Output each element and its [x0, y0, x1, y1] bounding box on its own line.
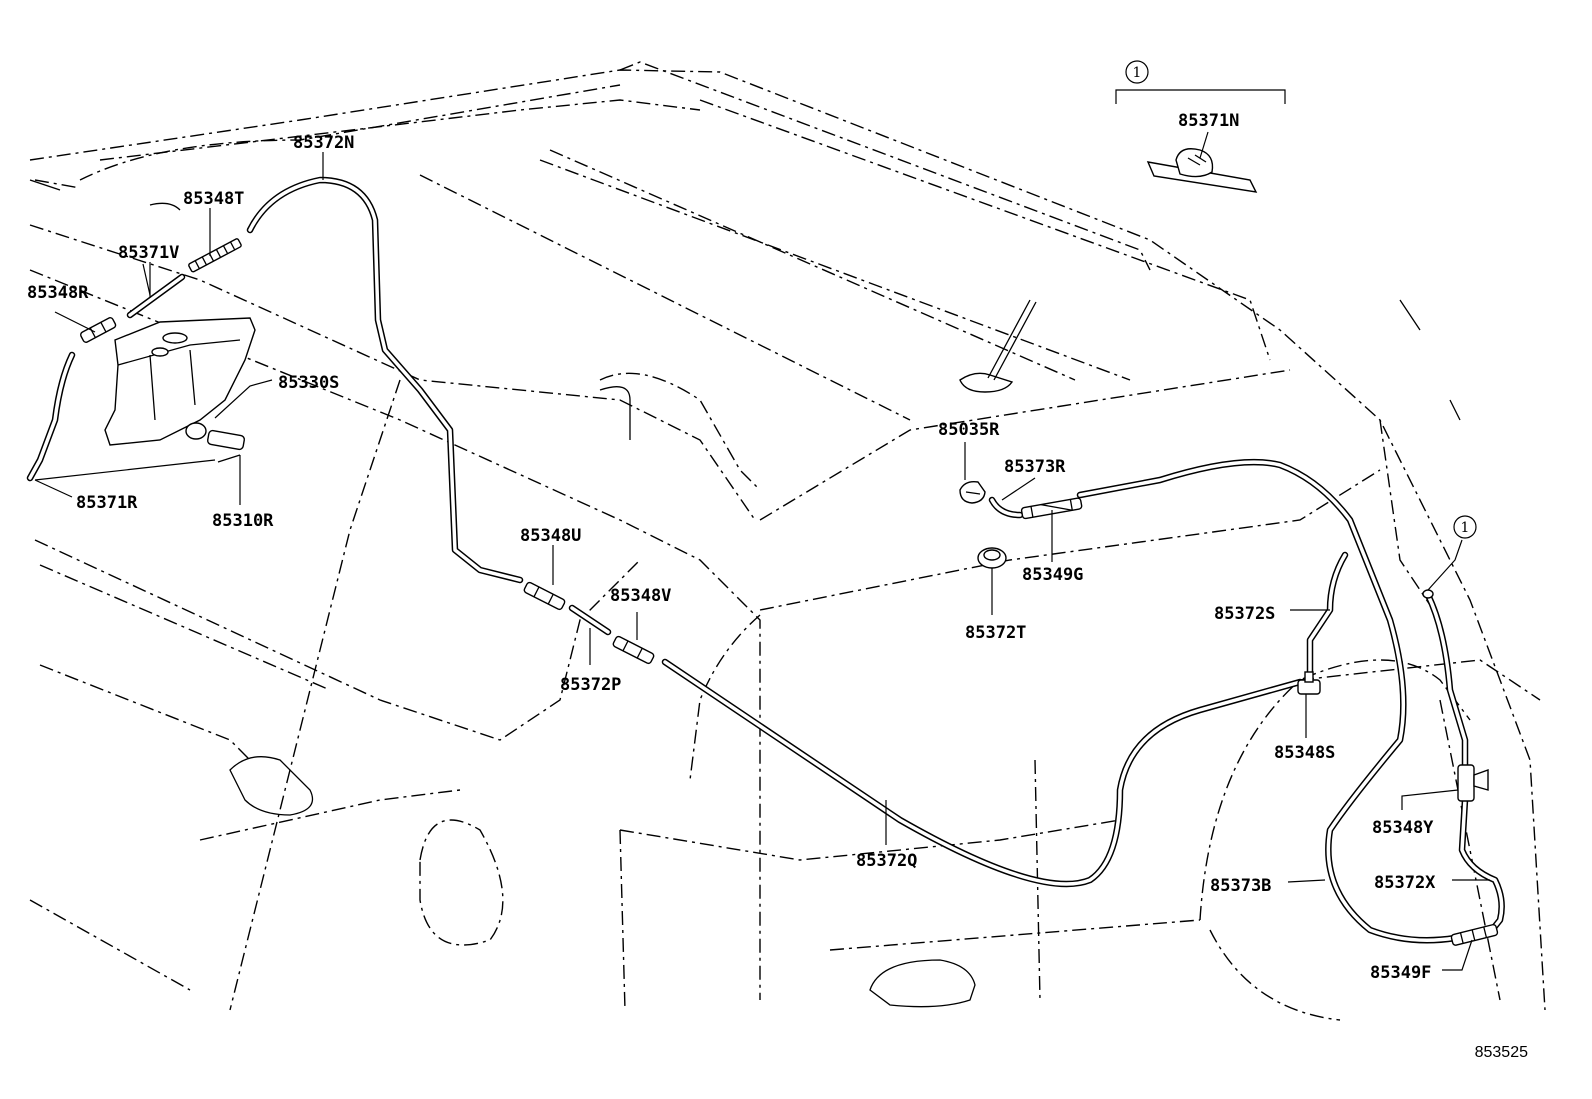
- label-85348T: 85348T: [183, 189, 244, 209]
- nozzle-85035R: [959, 480, 986, 504]
- label-85372S: 85372S: [1214, 604, 1275, 624]
- bracket-85371N: [1146, 148, 1258, 193]
- joint-85348T: [188, 238, 242, 273]
- joint-85348V: [612, 635, 655, 665]
- label-85372X: 85372X: [1374, 873, 1436, 893]
- label-85035R: 85035R: [938, 420, 1000, 440]
- label-85348U: 85348U: [520, 526, 581, 546]
- washer-tank-85330S: [104, 317, 256, 446]
- label-85371N: 85371N: [1178, 111, 1239, 131]
- washer-hoses: [26, 176, 1505, 944]
- vehicle-body-details: [29, 179, 1461, 1008]
- diagram-id: 853525: [1475, 1044, 1528, 1061]
- label-85372N: 85372N: [293, 133, 354, 153]
- label-85348V: 85348V: [610, 586, 671, 606]
- washer-pump-85310R: [185, 422, 246, 463]
- label-85348S: 85348S: [1274, 743, 1335, 763]
- tee-85348Y: [1457, 764, 1489, 802]
- svg-text:1: 1: [1133, 65, 1142, 81]
- label-85349F: 85349F: [1370, 963, 1431, 983]
- label-85349G: 85349G: [1022, 565, 1083, 585]
- label-85371R: 85371R: [76, 493, 138, 513]
- joint-85348U: [523, 581, 566, 611]
- valve-85349F: [1450, 923, 1499, 946]
- label-85330S: 85330S: [278, 373, 339, 393]
- label-85372P: 85372P: [560, 675, 621, 695]
- part-labels: 85372N 85348T 85371V 85348R 85330S 85371…: [27, 111, 1436, 983]
- label-85372Q: 85372Q: [856, 851, 917, 871]
- label-85348Y: 85348Y: [1372, 818, 1434, 838]
- label-85372T: 85372T: [965, 623, 1026, 643]
- connectors: [80, 89, 1499, 946]
- hose-clip-marker: [1422, 589, 1434, 599]
- roof-antenna: [959, 299, 1037, 393]
- leader-lines: [34, 131, 1490, 971]
- grommet-85372T: [977, 547, 1007, 569]
- label-85348R: 85348R: [27, 283, 89, 303]
- group-bracket: [1115, 89, 1286, 104]
- tee-85348S: [1297, 671, 1321, 695]
- label-85310R: 85310R: [212, 511, 274, 531]
- group-marker-top: 1: [1125, 60, 1149, 84]
- vehicle-body-outline: [29, 61, 1546, 1021]
- joint-85348R: [80, 317, 117, 343]
- group-marker-rear: 1: [1453, 515, 1477, 539]
- svg-text:1: 1: [1461, 520, 1470, 536]
- label-85373R: 85373R: [1004, 457, 1066, 477]
- label-85373B: 85373B: [1210, 876, 1271, 896]
- label-85371V: 85371V: [118, 243, 179, 263]
